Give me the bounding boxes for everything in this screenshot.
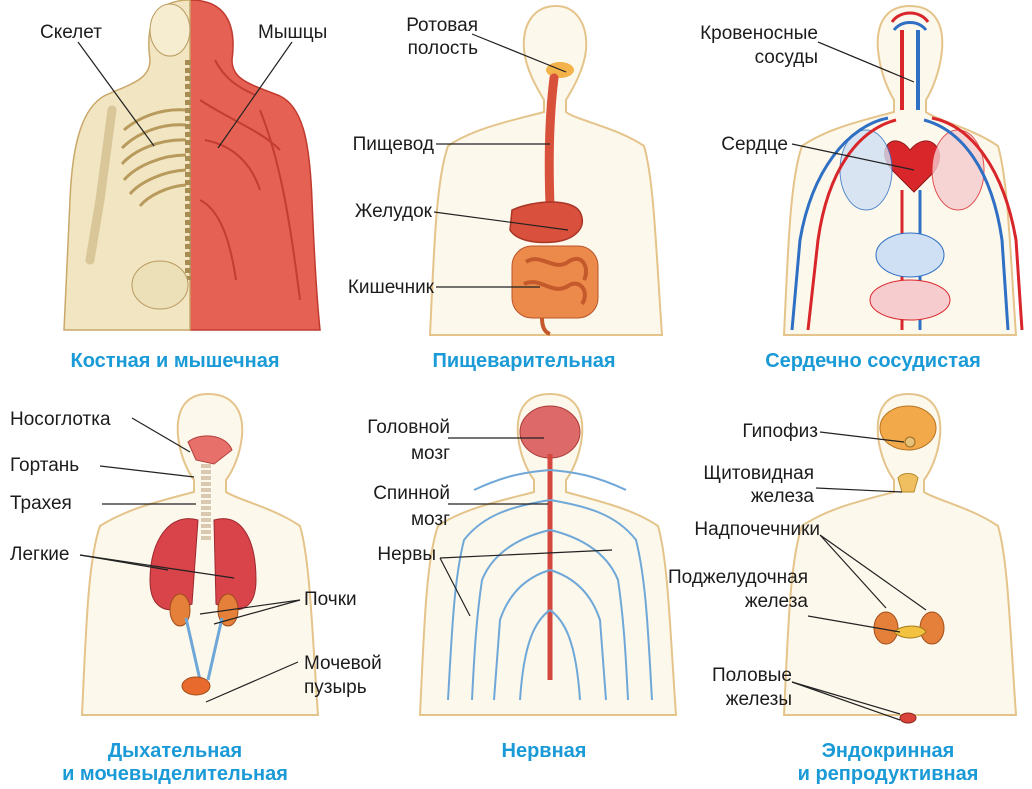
label-gonads-line1: Половые bbox=[668, 664, 792, 688]
caption-respiratory-line2: и мочевыделительная bbox=[40, 763, 310, 786]
label-spinal-line2: мозг bbox=[340, 508, 450, 532]
label-heart: Сердце bbox=[682, 133, 788, 157]
panel-digestive: Ротовая полость Пищевод Желудок Кишечник… bbox=[344, 0, 688, 380]
label-pancreas-line2: железа bbox=[648, 590, 808, 614]
caption-respiratory-line1: Дыхательная bbox=[40, 740, 310, 763]
label-mouth-line2: полость bbox=[358, 37, 478, 61]
caption-musculoskeletal: Костная и мышечная bbox=[30, 350, 320, 373]
panel-nervous: Головной мозг Спинной мозг Нервы Нервная bbox=[344, 380, 688, 789]
label-adrenal: Надпочечники bbox=[648, 518, 820, 542]
label-skeleton: Скелет bbox=[40, 21, 102, 45]
label-pituitary: Гипофиз bbox=[688, 420, 818, 444]
label-spinal-line1: Спинной bbox=[340, 482, 450, 506]
label-trachea: Трахея bbox=[10, 492, 72, 516]
caption-digestive: Пищеварительная bbox=[384, 350, 664, 373]
label-pancreas-line1: Поджелудочная bbox=[648, 566, 808, 590]
label-vessels-line1: Кровеносные bbox=[668, 22, 818, 46]
label-muscles: Мышцы bbox=[258, 21, 327, 45]
label-nerves: Нервы bbox=[340, 543, 436, 567]
caption-endocrine-line1: Эндокринная bbox=[758, 740, 1018, 763]
caption-cardiovascular: Сердечно сосудистая bbox=[718, 350, 1028, 373]
label-lungs: Легкие bbox=[10, 543, 69, 567]
label-intestine: Кишечник bbox=[330, 276, 434, 300]
caption-nervous: Нервная bbox=[434, 740, 654, 763]
label-mouth-line1: Ротовая bbox=[358, 14, 478, 38]
label-esophagus: Пищевод bbox=[338, 133, 434, 157]
label-gonads-line2: железы bbox=[668, 688, 792, 712]
caption-endocrine-line2: и репродуктивная bbox=[758, 763, 1018, 786]
label-stomach: Желудок bbox=[334, 200, 432, 224]
panel-cardiovascular: Кровеносные сосуды Сердце Сердечно сосуд… bbox=[688, 0, 1032, 380]
label-nasopharynx: Носоглотка bbox=[10, 408, 111, 432]
label-thyroid-line2: железа bbox=[674, 485, 814, 509]
label-vessels-line2: сосуды bbox=[668, 46, 818, 70]
label-thyroid-line1: Щитовидная bbox=[674, 462, 814, 486]
panel-endocrine: Гипофиз Щитовидная железа Надпочечники П… bbox=[688, 380, 1032, 789]
label-brain-line1: Головной bbox=[340, 416, 450, 440]
label-brain-line2: мозг bbox=[340, 442, 450, 466]
respiratory-urinary-illustration bbox=[0, 380, 344, 789]
panel-respiratory-urinary: Носоглотка Гортань Трахея Легкие Почки М… bbox=[0, 380, 344, 789]
panel-musculoskeletal: Скелет Мышцы Костная и мышечная bbox=[0, 0, 344, 380]
label-larynx: Гортань bbox=[10, 454, 79, 478]
musculoskeletal-illustration bbox=[0, 0, 344, 380]
